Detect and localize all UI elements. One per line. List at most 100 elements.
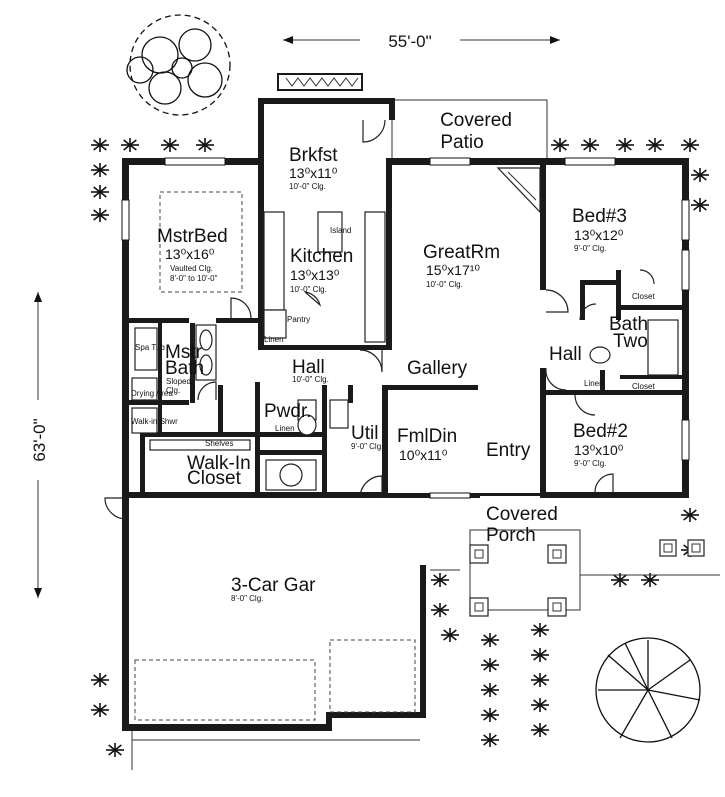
formal-dining-name: FmlDin [397, 426, 457, 447]
drying-area-label: Drying Area [131, 389, 173, 398]
room-master-bed: MstrBed 13⁰x16⁰ Vaulted Clg. 8'-0" to 10… [157, 226, 228, 283]
shrub [531, 673, 549, 687]
room-bed2: Bed#2 13⁰x10⁰ 9'-0" Clg. [573, 421, 628, 468]
room-entry: Entry [486, 440, 531, 461]
room-bed3: Bed#3 13⁰x12⁰ 9'-0" Clg. Closet [572, 206, 655, 301]
entry-name: Entry [486, 440, 531, 461]
master-bed-ceiling-1: Vaulted Clg. [170, 264, 213, 273]
great-room-ceiling: 10'-0" Clg. [426, 280, 463, 289]
room-gallery: Gallery [407, 358, 468, 379]
room-powder: Pwdr. Linen [264, 401, 312, 433]
bath-two-line-2: Two [613, 331, 648, 352]
shrub [481, 683, 499, 697]
breakfast-size: 13⁰x11⁰ [289, 165, 338, 181]
master-bath-line-1: Mstr [165, 342, 203, 363]
formal-dining-size: 10⁰x11⁰ [399, 447, 448, 463]
master-bath-ceiling-1: Sloped [166, 377, 191, 386]
bed3-ceiling: 9'-0" Clg. [574, 244, 606, 253]
porch-columns [469, 539, 705, 617]
hall-center-name: Hall [292, 357, 325, 378]
shrub [531, 623, 549, 637]
shrub [91, 673, 109, 687]
width-dimension-label: 55'-0" [388, 32, 431, 51]
master-bed-size: 13⁰x16⁰ [165, 246, 215, 262]
shrub [161, 138, 179, 152]
master-bed-ceiling-2: 8'-0" to 10'-0" [170, 274, 218, 283]
kitchen-name: Kitchen [290, 246, 353, 267]
room-kitchen: Island Kitchen 13⁰x13⁰ 10'-0" Clg. Pantr… [264, 226, 353, 344]
great-room-name: GreatRm [423, 242, 500, 263]
room-bath-two: Bath Two Linen Closet [584, 314, 655, 391]
shrub [91, 138, 109, 152]
patio-grill [277, 73, 363, 91]
shrub [646, 138, 664, 152]
shrub [481, 733, 499, 747]
bed2-ceiling: 9'-0" Clg. [574, 459, 606, 468]
shrub [91, 163, 109, 177]
bed3-closet: Closet [632, 292, 655, 301]
shrub [91, 185, 109, 199]
bath-two-linen: Linen [584, 379, 604, 388]
windows [121, 157, 690, 499]
shrub [531, 648, 549, 662]
covered-patio: Covered Patio [391, 99, 548, 163]
room-garage: 3-Car Gar 8'-0" Clg. [231, 575, 316, 603]
hall-center-ceiling: 10'-0" Clg. [292, 375, 329, 384]
shrub [431, 603, 449, 617]
shrub [691, 198, 709, 212]
shrub [121, 138, 139, 152]
bed2-size: 13⁰x10⁰ [574, 442, 624, 458]
hall-right-name: Hall [549, 344, 582, 365]
tree-bottom-right [595, 637, 701, 743]
shrub [106, 743, 124, 757]
garage-ceiling: 8'-0" Clg. [231, 594, 263, 603]
porch-line-1: Covered [486, 504, 558, 525]
doors [104, 119, 655, 520]
kitchen-ceiling: 10'-0" Clg. [290, 285, 327, 294]
room-hall-right: Hall [549, 344, 582, 365]
room-hall-center: Hall 10'-0" Clg. [292, 357, 329, 384]
shrub [91, 208, 109, 222]
shrub [616, 138, 634, 152]
shrub [431, 573, 449, 587]
shrubs [91, 138, 709, 757]
shrub [91, 703, 109, 717]
exterior-walls [122, 98, 689, 731]
master-bath-line-2: Bath [165, 358, 204, 379]
shrub [611, 573, 629, 587]
kitchen-size: 13⁰x13⁰ [290, 267, 340, 283]
spa-tub-label: Spa Tub [135, 343, 165, 352]
shrub [691, 168, 709, 182]
master-bath-ceiling-2: Clg. [166, 386, 180, 395]
bed3-size: 13⁰x12⁰ [574, 227, 624, 243]
width-dimension: 55'-0" [283, 28, 560, 52]
shrub [441, 628, 459, 642]
breakfast-name: Brkfst [289, 145, 338, 166]
walkin-closet-line-1: Walk-In [187, 453, 251, 474]
walkin-closet-line-2: Closet [187, 468, 242, 489]
pantry-label: Pantry [287, 315, 310, 324]
shrub [681, 508, 699, 522]
garage-name: 3-Car Gar [231, 575, 316, 596]
room-walkin-closet: Shelves Walk-In Closet [187, 439, 251, 489]
shrub [481, 708, 499, 722]
master-bed-name: MstrBed [157, 226, 228, 247]
tree-top-left [126, 14, 231, 116]
shrub [531, 723, 549, 737]
depth-dimension: 63'-0" [27, 292, 49, 598]
fixtures [131, 167, 720, 721]
room-covered-porch: Covered Porch [486, 504, 558, 546]
patio-label-1: Covered [440, 110, 512, 131]
bed2-name: Bed#2 [573, 421, 628, 442]
depth-dimension-label: 63'-0" [30, 418, 49, 461]
driveway [131, 731, 420, 770]
kitchen-linen-label: Linen [264, 335, 284, 344]
powder-name: Pwdr. [264, 401, 312, 422]
great-room-size: 15⁰x17¹⁰ [426, 262, 480, 278]
shrub [196, 138, 214, 152]
patio-label-2: Patio [440, 132, 483, 153]
utility-name: Util [351, 423, 378, 444]
room-breakfast: Brkfst 13⁰x11⁰ 10'-0" Clg. [289, 145, 338, 191]
room-utility: Util 9'-0" Clg. [351, 423, 383, 451]
